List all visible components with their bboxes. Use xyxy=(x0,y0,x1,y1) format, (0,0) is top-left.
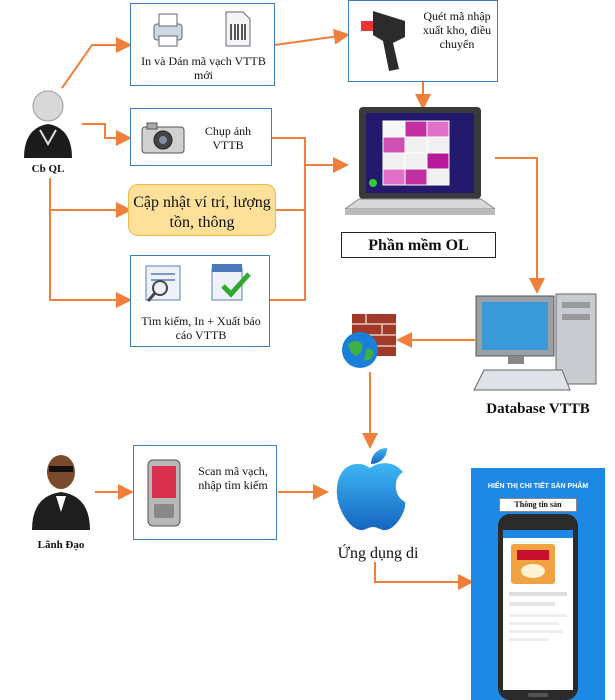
scan-mobile-box: Scan mã vạch, nhập tìm kiếm xyxy=(133,445,277,540)
software-laptop xyxy=(343,105,497,227)
phone-home-button xyxy=(528,693,548,697)
product-text-line xyxy=(509,638,549,641)
phone-screen xyxy=(503,530,573,690)
handheld-scanner-icon xyxy=(147,459,181,527)
person-icon xyxy=(24,90,72,158)
arrow-app-to-phone xyxy=(374,562,474,590)
checked-report-icon xyxy=(211,264,251,301)
arrow-print-to-scan xyxy=(274,28,350,46)
app-label: Ứng dụng di xyxy=(337,545,419,562)
mobile-app-node xyxy=(325,446,415,556)
printer-icon xyxy=(153,13,183,47)
barcode-sheet-icon xyxy=(225,11,251,47)
search-report-label: Tìm kiếm, In + Xuất báo cáo VTTB xyxy=(141,314,261,342)
product-image xyxy=(511,544,555,584)
software-label: Phần mềm OL xyxy=(368,237,469,254)
desktop-computer-icon xyxy=(473,293,597,391)
update-box: Cập nhật ví trí, lượng tồn, thông xyxy=(128,184,276,236)
product-text-line xyxy=(509,602,555,606)
product-text-line xyxy=(509,622,559,625)
leader-person-icon xyxy=(32,455,90,530)
product-bowl xyxy=(521,564,545,578)
arrow-manager-to-photo xyxy=(82,123,132,146)
phone-banner: HIỂN THỊ CHI TIẾT SẢN PHẨM xyxy=(487,483,589,490)
arrow-manager-to-print xyxy=(61,37,132,89)
camera-icon xyxy=(141,122,185,154)
print-label-box: In và Dán mã vạch VTTB mới xyxy=(130,3,275,86)
scan-top-box: Quét mã nhập xuất kho, điều chuyển xyxy=(348,0,498,82)
phone-info-label: Thông tin sản xyxy=(514,500,562,509)
database-label: Database VTTB xyxy=(486,401,590,417)
database-computer xyxy=(470,290,600,395)
print-label-text: In và Dán mã vạch VTTB mới xyxy=(141,54,266,82)
scan-mobile-label: Scan mã vạch, nhập tìm kiếm xyxy=(198,464,268,492)
manager-actor: Cb QL xyxy=(18,88,78,180)
phone-panel: HIỂN THỊ CHI TIẾT SẢN PHẨM Thông tin sản xyxy=(471,468,605,700)
laptop-icon xyxy=(343,107,497,215)
apple-logo-icon xyxy=(336,448,406,531)
arrow-photo-to-software xyxy=(272,137,349,173)
arrow-software-to-database xyxy=(495,157,545,294)
product-text-line xyxy=(509,614,567,617)
manager-label: Cb QL xyxy=(31,163,65,175)
product-text-line xyxy=(509,592,567,596)
photo-box: Chụp ảnh VTTB xyxy=(130,108,272,166)
barcode-scanner-icon xyxy=(361,11,405,71)
search-report-box: Tìm kiếm, In + Xuất báo cáo VTTB xyxy=(130,255,270,347)
leader-actor: Lãnh Đạo xyxy=(28,452,94,552)
firewall-globe xyxy=(338,310,400,372)
product-text-line xyxy=(509,630,563,633)
photo-label: Chụp ảnh VTTB xyxy=(204,124,252,152)
firewall-globe-icon xyxy=(342,314,396,368)
arrow-manager-to-search xyxy=(49,210,132,308)
arrow-update-to-software xyxy=(275,165,306,211)
leader-label: Lãnh Đạo xyxy=(37,539,85,551)
software-label-box: Phần mềm OL xyxy=(341,232,496,258)
scan-top-label: Quét mã nhập xuất kho, điều chuyển xyxy=(422,9,492,51)
arrow-search-to-software xyxy=(270,210,306,301)
phone-device xyxy=(498,514,578,700)
update-label: Cập nhật ví trí, lượng tồn, thông xyxy=(133,194,271,231)
search-report-icon xyxy=(145,265,181,302)
phone-status-bar xyxy=(503,530,573,538)
phone-info-tag: Thông tin sản xyxy=(499,498,577,512)
product-brand-band xyxy=(517,550,549,560)
arrow-manager-to-update xyxy=(49,178,132,218)
